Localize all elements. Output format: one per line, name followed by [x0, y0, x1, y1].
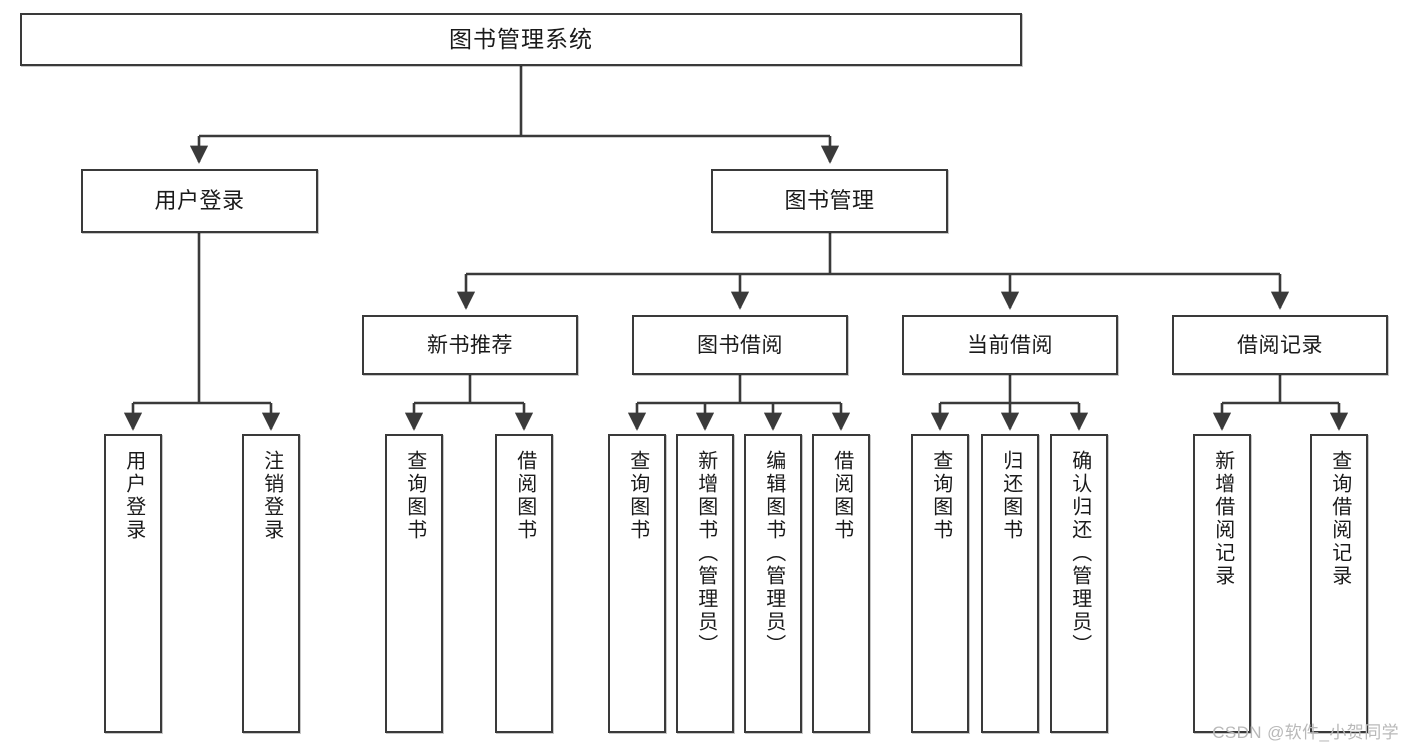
node-label-book-management: 图书管理	[784, 188, 875, 213]
node-label-current-borrow: 当前借阅	[967, 333, 1053, 357]
node-leaf-return-book[interactable]: 归还图书	[981, 434, 1039, 733]
node-leaf-add-record[interactable]: 新增借阅记录	[1193, 434, 1251, 733]
node-label-leaf-return-book: 归还图书	[999, 450, 1022, 542]
node-book-borrow[interactable]: 图书借阅	[632, 315, 848, 375]
node-borrow-record[interactable]: 借阅记录	[1172, 315, 1388, 375]
node-leaf-query-record[interactable]: 查询借阅记录	[1310, 434, 1368, 733]
node-user-login[interactable]: 用户登录	[81, 169, 318, 233]
watermark-text: CSDN @软件_小贺同学	[1212, 723, 1399, 742]
node-label-borrow-record: 借阅记录	[1237, 333, 1323, 357]
node-leaf-query-book-3[interactable]: 查询图书	[911, 434, 969, 733]
node-leaf-confirm-return[interactable]: 确认归还（管理员）	[1050, 434, 1108, 733]
node-leaf-query-book-2[interactable]: 查询图书	[608, 434, 666, 733]
node-leaf-user-login[interactable]: 用户登录	[104, 434, 162, 733]
node-leaf-borrow-book-2[interactable]: 借阅图书	[812, 434, 870, 733]
node-label-leaf-add-book: 新增图书（管理员）	[694, 450, 717, 657]
node-book-management[interactable]: 图书管理	[711, 169, 948, 233]
node-label-leaf-borrow-book-1: 借阅图书	[513, 450, 536, 542]
node-leaf-user-logout[interactable]: 注销登录	[242, 434, 300, 733]
node-label-leaf-query-book-3: 查询图书	[929, 450, 952, 542]
node-label-leaf-user-login: 用户登录	[122, 450, 145, 542]
node-label-leaf-add-record: 新增借阅记录	[1211, 450, 1234, 588]
node-label-leaf-query-record: 查询借阅记录	[1328, 450, 1351, 588]
node-label-user-login: 用户登录	[154, 188, 245, 213]
node-leaf-borrow-book-1[interactable]: 借阅图书	[495, 434, 553, 733]
node-label-book-borrow: 图书借阅	[697, 333, 783, 357]
node-label-leaf-query-book-2: 查询图书	[626, 450, 649, 542]
node-label-root: 图书管理系统	[449, 26, 593, 52]
node-label-leaf-user-logout: 注销登录	[260, 450, 283, 542]
node-current-borrow[interactable]: 当前借阅	[902, 315, 1118, 375]
node-label-leaf-confirm-return: 确认归还（管理员）	[1068, 450, 1091, 657]
node-leaf-query-book-1[interactable]: 查询图书	[385, 434, 443, 733]
node-label-leaf-edit-book: 编辑图书（管理员）	[762, 450, 785, 657]
node-new-book-recommend[interactable]: 新书推荐	[362, 315, 578, 375]
node-leaf-add-book[interactable]: 新增图书（管理员）	[676, 434, 734, 733]
node-root-book-management-system[interactable]: 图书管理系统	[20, 13, 1022, 66]
node-label-leaf-borrow-book-2: 借阅图书	[830, 450, 853, 542]
node-label-leaf-query-book-1: 查询图书	[403, 450, 426, 542]
node-leaf-edit-book[interactable]: 编辑图书（管理员）	[744, 434, 802, 733]
node-label-new-book-recommend: 新书推荐	[427, 333, 513, 357]
